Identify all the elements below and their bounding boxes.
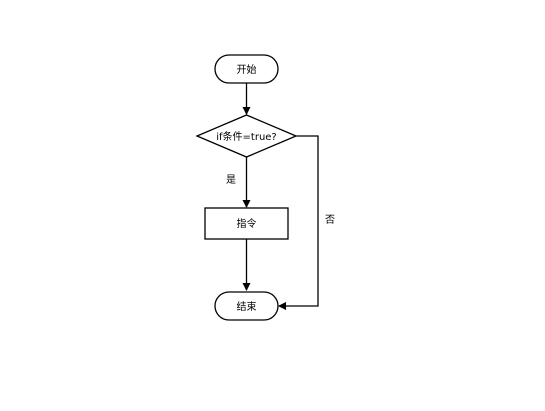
start-node: 开始 (214, 54, 279, 84)
condition-label: if条件=true? (216, 130, 277, 143)
no-label: 否 (325, 214, 335, 226)
end-shape (214, 291, 279, 321)
end-node: 结束 (214, 291, 279, 321)
instruction-shape (204, 207, 289, 240)
end-label: 结束 (237, 300, 257, 313)
yes-label: 是 (226, 174, 236, 186)
instruction-label: 指令 (237, 217, 257, 230)
instruction-node: 指令 (204, 207, 289, 240)
condition-node: if条件=true? (195, 114, 298, 158)
edge-condition-to-end (278, 135, 319, 310)
start-label: 开始 (237, 63, 257, 76)
